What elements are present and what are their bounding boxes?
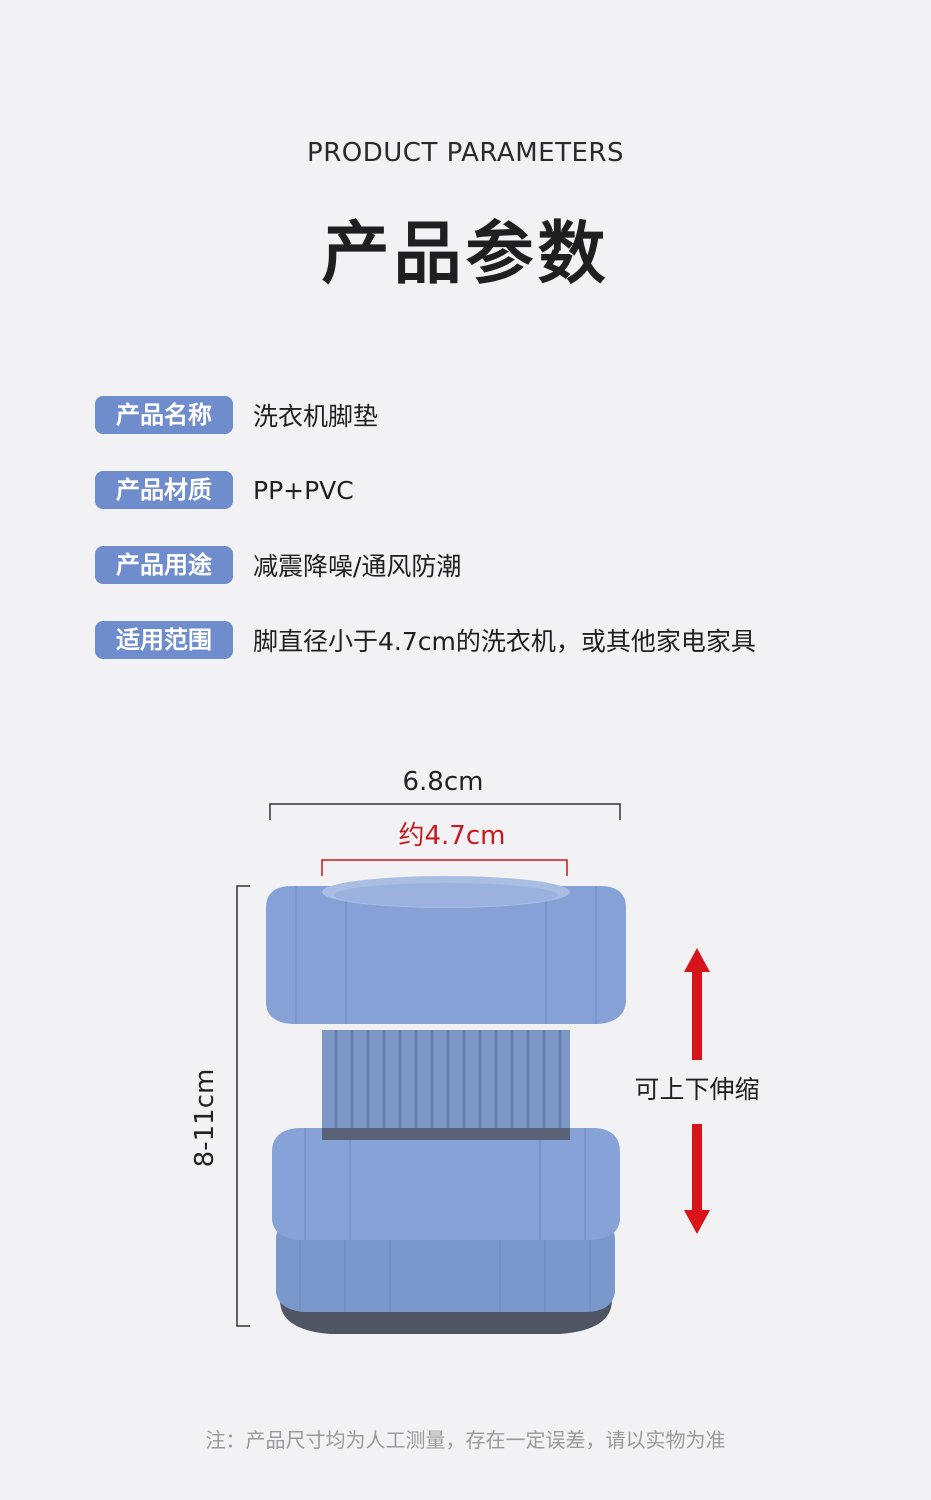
inner-width-label: 约4.7cm (399, 821, 506, 851)
outer-width-bracket (269, 803, 621, 820)
product-dimension-diagram: 6.8cm 约4.7cm 8-11cm (190, 767, 760, 1334)
section-title: 产品参数 (321, 215, 610, 294)
height-label: 8-11cm (190, 1069, 220, 1168)
down-arrow-icon (684, 1124, 710, 1234)
param-label: 产品名称 (95, 396, 233, 434)
adjust-arrows (684, 948, 710, 1234)
foot-pad-illustration (266, 876, 626, 1334)
param-row-material: 产品材质 PP+PVC (95, 470, 354, 510)
height-bracket (236, 885, 250, 1327)
param-value: 脚直径小于4.7cm的洗衣机，或其他家电家具 (253, 627, 756, 656)
section-subtitle: PRODUCT PARAMETERS (307, 138, 624, 168)
outer-width-label: 6.8cm (403, 767, 484, 797)
param-label: 产品用途 (95, 546, 233, 584)
param-row-usage: 产品用途 减震降噪/通风防潮 (95, 545, 461, 585)
up-arrow-icon (684, 948, 710, 1060)
param-row-name: 产品名称 洗衣机脚垫 (95, 395, 378, 435)
param-label: 适用范围 (95, 621, 233, 659)
param-value: PP+PVC (253, 475, 354, 505)
param-value: 减震降噪/通风防潮 (253, 552, 462, 581)
adjust-label: 可上下伸缩 (634, 1075, 759, 1104)
inner-width-bracket (321, 859, 568, 876)
footer-note: 注：产品尺寸均为人工测量，存在一定误差，请以实物为准 (205, 1428, 726, 1452)
param-value: 洗衣机脚垫 (253, 402, 379, 431)
param-label: 产品材质 (95, 471, 233, 509)
param-row-scope: 适用范围 脚直径小于4.7cm的洗衣机，或其他家电家具 (95, 620, 756, 660)
